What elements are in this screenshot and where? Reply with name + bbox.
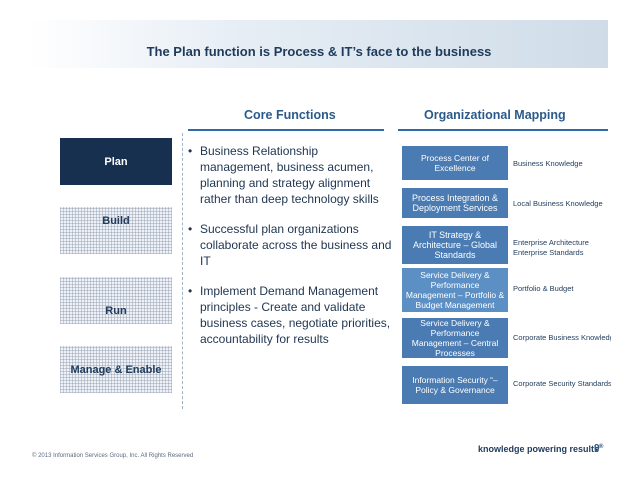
bullet-item: •Implement Demand Management principles … (188, 284, 391, 346)
mapping-label: Enterprise Architecture Enterprise Stand… (513, 238, 589, 257)
column-divider (182, 133, 183, 409)
bullet-item: •Business Relationship management, busin… (188, 144, 379, 206)
mapping-label: Corporate Security Standards (513, 379, 611, 388)
mapping-box: Process Integration & Deployment Service… (402, 188, 508, 218)
mapping-box: Service Delivery & Performance Managemen… (402, 318, 508, 358)
mapping-label: Business Knowledge (513, 159, 583, 168)
mapping-box: IT Strategy & Architecture – Global Stan… (402, 226, 508, 264)
slide-title: The Plan function is Process & IT’s face… (146, 44, 492, 59)
mapping-label: Corporate Business Knowledge (513, 333, 611, 342)
bullet-item: •Successful plan organizations collabora… (188, 222, 392, 268)
mapping-label: Local Business Knowledge (513, 199, 603, 208)
function-run: Run (60, 277, 172, 324)
core-header-rule (188, 129, 384, 131)
page-number: 9 (594, 443, 600, 454)
mapping-box: Service Delivery & Performance Managemen… (402, 268, 508, 312)
function-plan: Plan (60, 138, 172, 185)
mapping-box: Information Security “– Policy & Governa… (402, 366, 508, 404)
organizational-mapping-header: Organizational Mapping (424, 108, 566, 122)
mapping-header-rule (398, 129, 608, 131)
title-banner (28, 20, 608, 68)
function-manage-enable: Manage & Enable (60, 346, 172, 393)
core-functions-header: Core Functions (244, 108, 336, 122)
copyright-notice: © 2013 Information Services Group, Inc. … (32, 453, 194, 459)
core-functions-list: •Business Relationship management, busin… (188, 143, 393, 361)
brand-tagline: knowledge powering results® (478, 444, 604, 454)
mapping-label: Portfolio & Budget (513, 284, 574, 293)
mapping-box: Process Center of Excellence (402, 146, 508, 180)
function-build: Build (60, 207, 172, 254)
